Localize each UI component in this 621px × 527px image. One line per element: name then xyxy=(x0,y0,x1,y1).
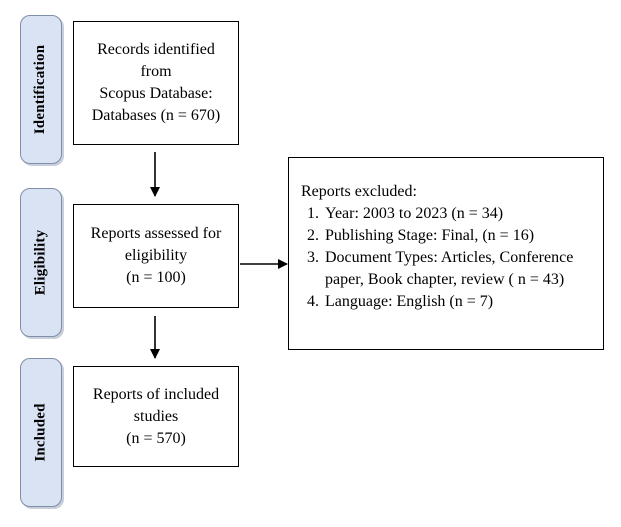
excluded-title: Reports excluded: xyxy=(301,183,417,200)
included-line-3: (n = 570) xyxy=(126,429,186,447)
assessed-line-1: Reports assessed for xyxy=(90,225,222,242)
identified-line-4: Databases (n = 670) xyxy=(91,107,221,124)
exclusion-criterion: 3. Document Types: Articles, Conference … xyxy=(307,247,573,291)
identified-line-2: from xyxy=(140,63,172,80)
stage-included: Included xyxy=(20,358,62,507)
criterion-number: 2. xyxy=(307,227,319,244)
criterion-text: Year: 2003 to 2023 (n = 34) xyxy=(325,205,504,222)
included-line-1: Reports of included xyxy=(92,385,220,403)
criterion-text: Document Types: Articles, Conference xyxy=(325,249,574,266)
reports-excluded-box: Reports excluded: 1. Year: 2003 to 2023 … xyxy=(288,157,604,350)
exclusion-criteria-list: 1. Year: 2003 to 2023 (n = 34) 2. Publis… xyxy=(307,203,573,313)
exclusion-criterion: 2. Publishing Stage: Final, (n = 16) xyxy=(307,225,573,247)
assessed-line-3: (n = 100) xyxy=(126,269,186,286)
exclusion-criterion: 4. Language: English (n = 7) xyxy=(307,291,573,313)
included-line-2: studies xyxy=(133,407,179,425)
reports-included-box: Reports of included studies (n = 570) xyxy=(73,366,239,467)
criterion-text: Publishing Stage: Final, (n = 16) xyxy=(325,227,535,244)
criterion-number: 3. xyxy=(307,249,319,266)
records-identified-box: Records identified from Scopus Database:… xyxy=(73,21,239,145)
reports-assessed-box: Reports assessed for eligibility (n = 10… xyxy=(73,204,239,308)
stage-identification: Identification xyxy=(20,15,62,164)
assessed-line-2: eligibility xyxy=(124,247,188,264)
criterion-text-continued: paper, Book chapter, review ( n = 43) xyxy=(325,271,565,288)
stage-eligibility: Eligibility xyxy=(20,188,62,337)
criterion-text: Language: English (n = 7) xyxy=(325,293,494,310)
criterion-number: 4. xyxy=(307,293,319,310)
identified-line-3: Scopus Database: xyxy=(99,85,213,102)
criterion-number: 1. xyxy=(307,205,319,222)
exclusion-criterion: 1. Year: 2003 to 2023 (n = 34) xyxy=(307,203,573,225)
identified-line-1: Records identified xyxy=(97,41,215,58)
